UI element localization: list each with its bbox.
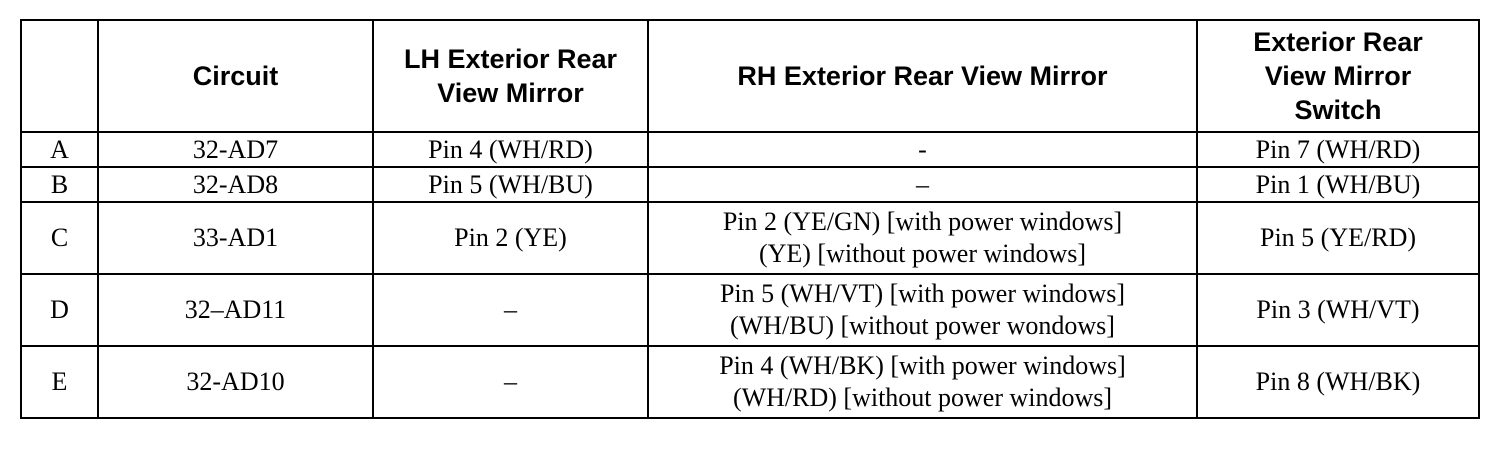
rh-mirror-line: Pin 4 (WH/BK) [with power windows] [719, 351, 1126, 380]
row-id: B [20, 166, 99, 203]
circuit-cell: 32-AD7 [97, 131, 374, 168]
rh-mirror-line: (YE) [without power windows] [758, 239, 1087, 268]
row-id: E [20, 345, 99, 419]
switch-cell: Pin 5 (YE/RD) [1196, 201, 1480, 275]
rh-mirror-line: (WH/RD) [without power windows] [732, 383, 1113, 412]
table-row: D 32–AD11 – Pin 5 (WH/VT) [with power wi… [20, 273, 1480, 347]
table-row: A 32-AD7 Pin 4 (WH/RD) - Pin 7 (WH/RD) [20, 131, 1480, 168]
circuit-cell: 32-AD10 [97, 345, 374, 419]
header-lh-mirror: LH Exterior Rear View Mirror [372, 19, 649, 133]
lh-mirror-cell: Pin 2 (YE) [372, 201, 649, 275]
rh-mirror-cell: Pin 5 (WH/VT) [with power windows] (WH/B… [647, 273, 1198, 347]
table-row: C 33-AD1 Pin 2 (YE) Pin 2 (YE/GN) [with … [20, 201, 1480, 275]
rh-mirror-line: Pin 2 (YE/GN) [with power windows] [722, 207, 1123, 236]
row-id: A [20, 131, 99, 168]
rh-mirror-cell: - [647, 131, 1198, 168]
header-lh-line: LH Exterior Rear [403, 44, 618, 74]
header-row: Circuit LH Exterior Rear View Mirror RH … [20, 19, 1480, 133]
switch-cell: Pin 1 (WH/BU) [1196, 166, 1480, 203]
lh-mirror-cell: – [372, 273, 649, 347]
table-row: E 32-AD10 – Pin 4 (WH/BK) [with power wi… [20, 345, 1480, 419]
row-id: C [20, 201, 99, 275]
pin-assignment-table: Circuit LH Exterior Rear View Mirror RH … [20, 19, 1480, 419]
circuit-cell: 32-AD8 [97, 166, 374, 203]
switch-cell: Pin 7 (WH/RD) [1196, 131, 1480, 168]
lh-mirror-cell: – [372, 345, 649, 419]
rh-mirror-cell: Pin 2 (YE/GN) [with power windows] (YE) … [647, 201, 1198, 275]
lh-mirror-cell: Pin 4 (WH/RD) [372, 131, 649, 168]
header-mirror-switch: Exterior Rear View Mirror Switch [1196, 19, 1480, 133]
header-switch-line: Exterior Rear [1253, 27, 1423, 57]
header-rh-mirror: RH Exterior Rear View Mirror [647, 19, 1198, 133]
switch-cell: Pin 8 (WH/BK) [1196, 345, 1480, 419]
rh-mirror-line: Pin 5 (WH/VT) [with power windows] [719, 279, 1126, 308]
lh-mirror-cell: Pin 5 (WH/BU) [372, 166, 649, 203]
rh-mirror-line: (WH/BU) [without power wondows] [730, 311, 1115, 340]
circuit-cell: 33-AD1 [97, 201, 374, 275]
row-id: D [20, 273, 99, 347]
rh-mirror-cell: – [647, 166, 1198, 203]
circuit-cell: 32–AD11 [97, 273, 374, 347]
rh-mirror-line: – [916, 169, 929, 199]
header-lh-line: View Mirror [437, 78, 584, 108]
header-switch-line: View Mirror [1264, 61, 1412, 91]
switch-cell: Pin 3 (WH/VT) [1196, 273, 1480, 347]
header-switch-line: Switch [1294, 95, 1382, 125]
header-circuit: Circuit [97, 19, 374, 133]
table-row: B 32-AD8 Pin 5 (WH/BU) – Pin 1 (WH/BU) [20, 166, 1480, 203]
header-id [20, 19, 99, 133]
rh-mirror-line: - [918, 134, 927, 164]
rh-mirror-cell: Pin 4 (WH/BK) [with power windows] (WH/R… [647, 345, 1198, 419]
